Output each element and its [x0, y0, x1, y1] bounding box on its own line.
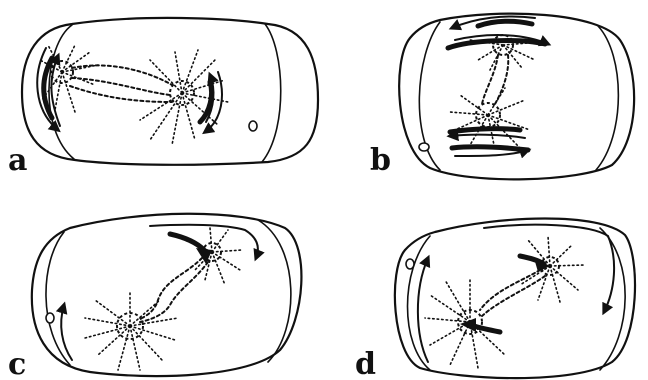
- centrosome-upper: [180, 228, 242, 285]
- spindle: [480, 270, 545, 316]
- polar-body: [406, 259, 414, 269]
- panel-label-c: c: [8, 347, 26, 380]
- panel-label-a: a: [8, 143, 27, 178]
- spindle: [70, 65, 172, 102]
- centrosome-lower: [85, 290, 178, 370]
- panel-c: c: [8, 214, 301, 380]
- panel-label-d: d: [355, 347, 376, 380]
- panel-a: a: [8, 18, 318, 178]
- cell-outline: [32, 214, 302, 376]
- polar-body: [419, 143, 429, 151]
- centrosome-upper: [520, 236, 585, 302]
- rotation-arrows: [61, 225, 258, 360]
- panel-label-b: b: [370, 143, 391, 178]
- centrosome-right: [140, 50, 228, 145]
- panel-d: d: [355, 219, 635, 380]
- polar-body: [249, 121, 257, 131]
- centrosome-bottom: [450, 88, 530, 150]
- polar-body: [46, 313, 54, 323]
- spindle: [140, 258, 208, 322]
- panel-b: b: [370, 14, 634, 180]
- cell-outline: [395, 219, 635, 379]
- spindle: [482, 55, 508, 104]
